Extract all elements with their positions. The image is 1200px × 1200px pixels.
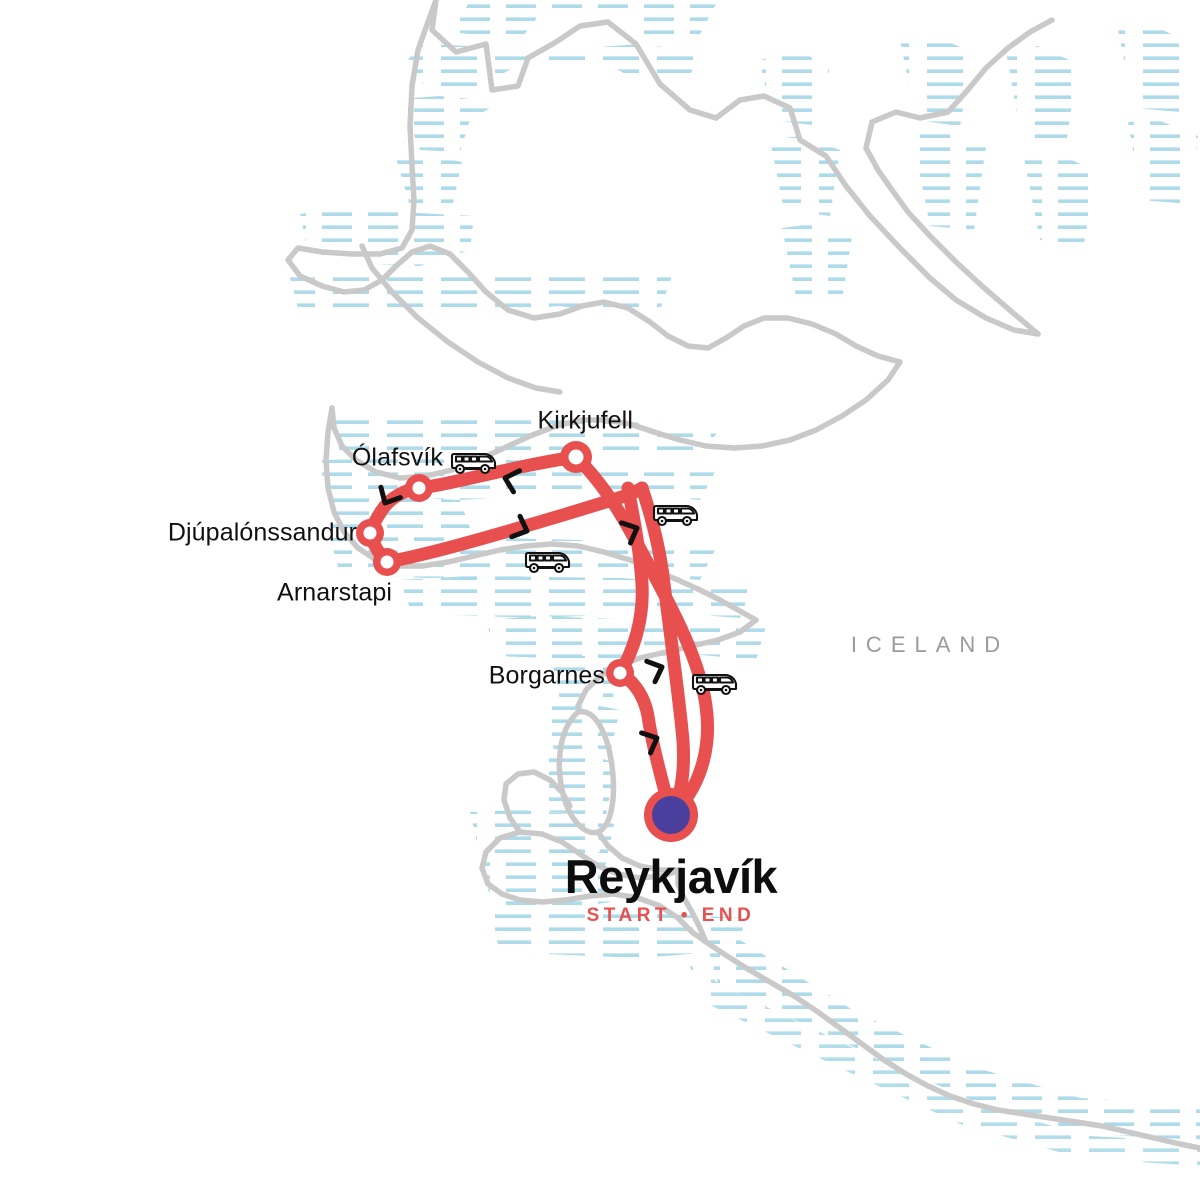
- direction-arrow-icon: [509, 513, 530, 540]
- city-name-reykjavik: Reykjavík: [564, 850, 778, 903]
- waypoint-markers: [356, 441, 634, 687]
- direction-arrows: [378, 468, 665, 756]
- waypoint-marker-kirkjufell[interactable]: [560, 441, 592, 473]
- direction-arrow-icon: [619, 520, 640, 546]
- waypoint-label-kirkjufell: Kirkjufell: [537, 406, 633, 435]
- transport-bus-icons: [450, 452, 738, 696]
- start-end-marker[interactable]: [644, 788, 698, 842]
- bus-icon: [652, 504, 699, 527]
- waypoint-marker-olafsvik[interactable]: [405, 474, 433, 502]
- coastline-outline: [285, 0, 1200, 1151]
- route-borgarnes-north: [613, 481, 649, 680]
- tour-route: [363, 450, 715, 822]
- waypoint-label-arnarstapi: Arnarstapi: [277, 578, 392, 607]
- waypoint-label-borgarnes: Borgarnes: [488, 661, 605, 690]
- start-end-city-label: Reykjavík START • END: [564, 850, 778, 927]
- waypoint-marker-djupalonssandur[interactable]: [356, 519, 384, 547]
- bus-icon: [450, 452, 497, 475]
- start-end-sublabel: START • END: [586, 905, 756, 927]
- route-outbound-reykjavik-kirkjufell: [569, 450, 715, 822]
- waypoint-label-olafsvik: Ólafsvík: [351, 443, 443, 472]
- waypoint-marker-arnarstapi[interactable]: [373, 548, 401, 576]
- route-arnarstapi-east: [380, 481, 649, 569]
- bus-icon: [691, 673, 738, 696]
- direction-arrow-icon: [644, 658, 665, 685]
- waypoint-marker-borgarnes[interactable]: [606, 659, 634, 687]
- direction-arrow-icon: [502, 468, 523, 495]
- direction-arrow-icon: [639, 730, 660, 756]
- water-hatching: [288, 0, 1200, 1166]
- route-return-to-reykjavik: [635, 481, 690, 822]
- direction-arrow-icon: [378, 484, 403, 506]
- bus-icon: [524, 551, 571, 574]
- route-reykjavik-borgarnes: [613, 666, 678, 822]
- country-label-iceland: ICELAND: [850, 632, 1010, 657]
- waypoint-label-djupalonssandur: Djúpalónssandur: [167, 518, 357, 547]
